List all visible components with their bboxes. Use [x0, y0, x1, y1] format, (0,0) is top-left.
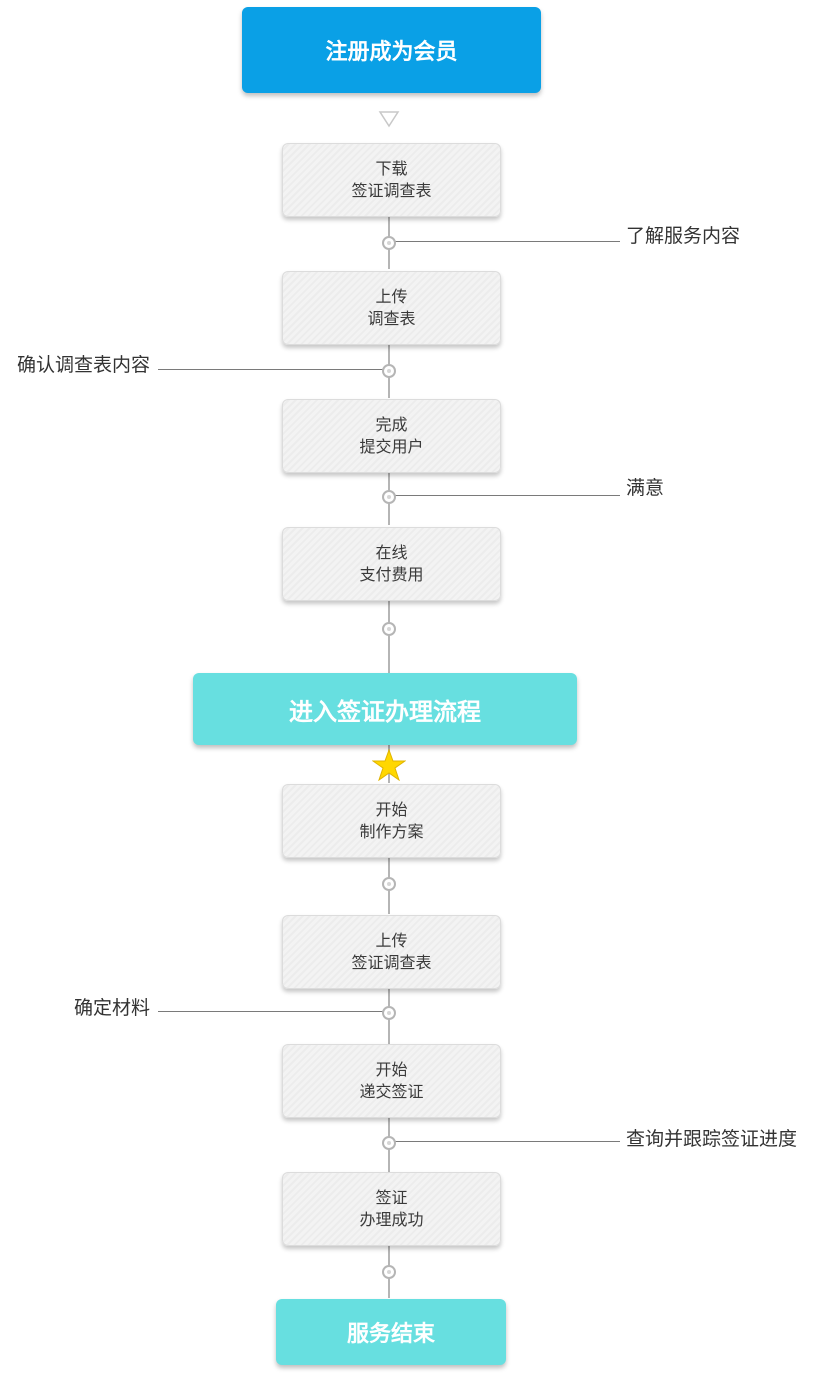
annotation-line: [158, 369, 384, 370]
step-box: 上传 调查表: [282, 271, 501, 345]
end-label: 服务结束: [346, 1322, 435, 1347]
step-line1: 在线: [375, 543, 408, 562]
step-line2: 提交用户: [359, 437, 424, 456]
step-line2: 支付费用: [359, 565, 424, 584]
annotation-label: 确认调查表内容: [16, 354, 150, 376]
connector-node: [382, 236, 396, 250]
step-line1: 开始: [375, 1060, 408, 1079]
phase-label: 进入签证办理流程: [289, 697, 481, 726]
annotation-label: 确定材料: [73, 997, 150, 1019]
annotation-line: [394, 241, 620, 242]
connector-node: [382, 622, 396, 636]
annotation-line: [394, 495, 620, 496]
annotation-label: 了解服务内容: [626, 225, 741, 247]
start-label: 注册成为会员: [325, 40, 458, 65]
step-line1: 下载: [375, 159, 408, 178]
annotation-label: 查询并跟踪签证进度: [626, 1128, 798, 1150]
step-line1: 签证: [375, 1188, 408, 1207]
start-node: 注册成为会员: [242, 7, 541, 93]
connector-node: [382, 877, 396, 891]
connector-node: [382, 1265, 396, 1279]
step-box: 签证 办理成功: [282, 1172, 501, 1246]
step-line2: 签证调查表: [351, 953, 432, 972]
step-line1: 完成: [375, 415, 408, 434]
connector-node: [382, 364, 396, 378]
connector-node: [382, 490, 396, 504]
step-line2: 调查表: [367, 309, 416, 328]
annotation-line: [394, 1141, 620, 1142]
step-line1: 上传: [375, 287, 408, 306]
step-box: 在线 支付费用: [282, 527, 501, 601]
step-line2: 签证调查表: [351, 181, 432, 200]
end-node: 服务结束: [276, 1299, 506, 1365]
annotation-label: 满意: [626, 477, 665, 499]
star-icon: [372, 749, 406, 781]
connector-node: [382, 1006, 396, 1020]
step-box: 上传 签证调查表: [282, 915, 501, 989]
step-line1: 上传: [375, 931, 408, 950]
step-box: 开始 制作方案: [282, 784, 501, 858]
triangle-down-icon: [378, 111, 400, 128]
step-line2: 递交签证: [359, 1082, 424, 1101]
step-line2: 办理成功: [359, 1210, 424, 1229]
step-box: 下载 签证调查表: [282, 143, 501, 217]
annotation-line: [158, 1011, 384, 1012]
connector-node: [382, 1136, 396, 1150]
step-box: 开始 递交签证: [282, 1044, 501, 1118]
step-line1: 开始: [375, 800, 408, 819]
step-line2: 制作方案: [359, 822, 424, 841]
step-box: 完成 提交用户: [282, 399, 501, 473]
phase-node: 进入签证办理流程: [193, 673, 577, 745]
connector-line: [388, 601, 390, 673]
